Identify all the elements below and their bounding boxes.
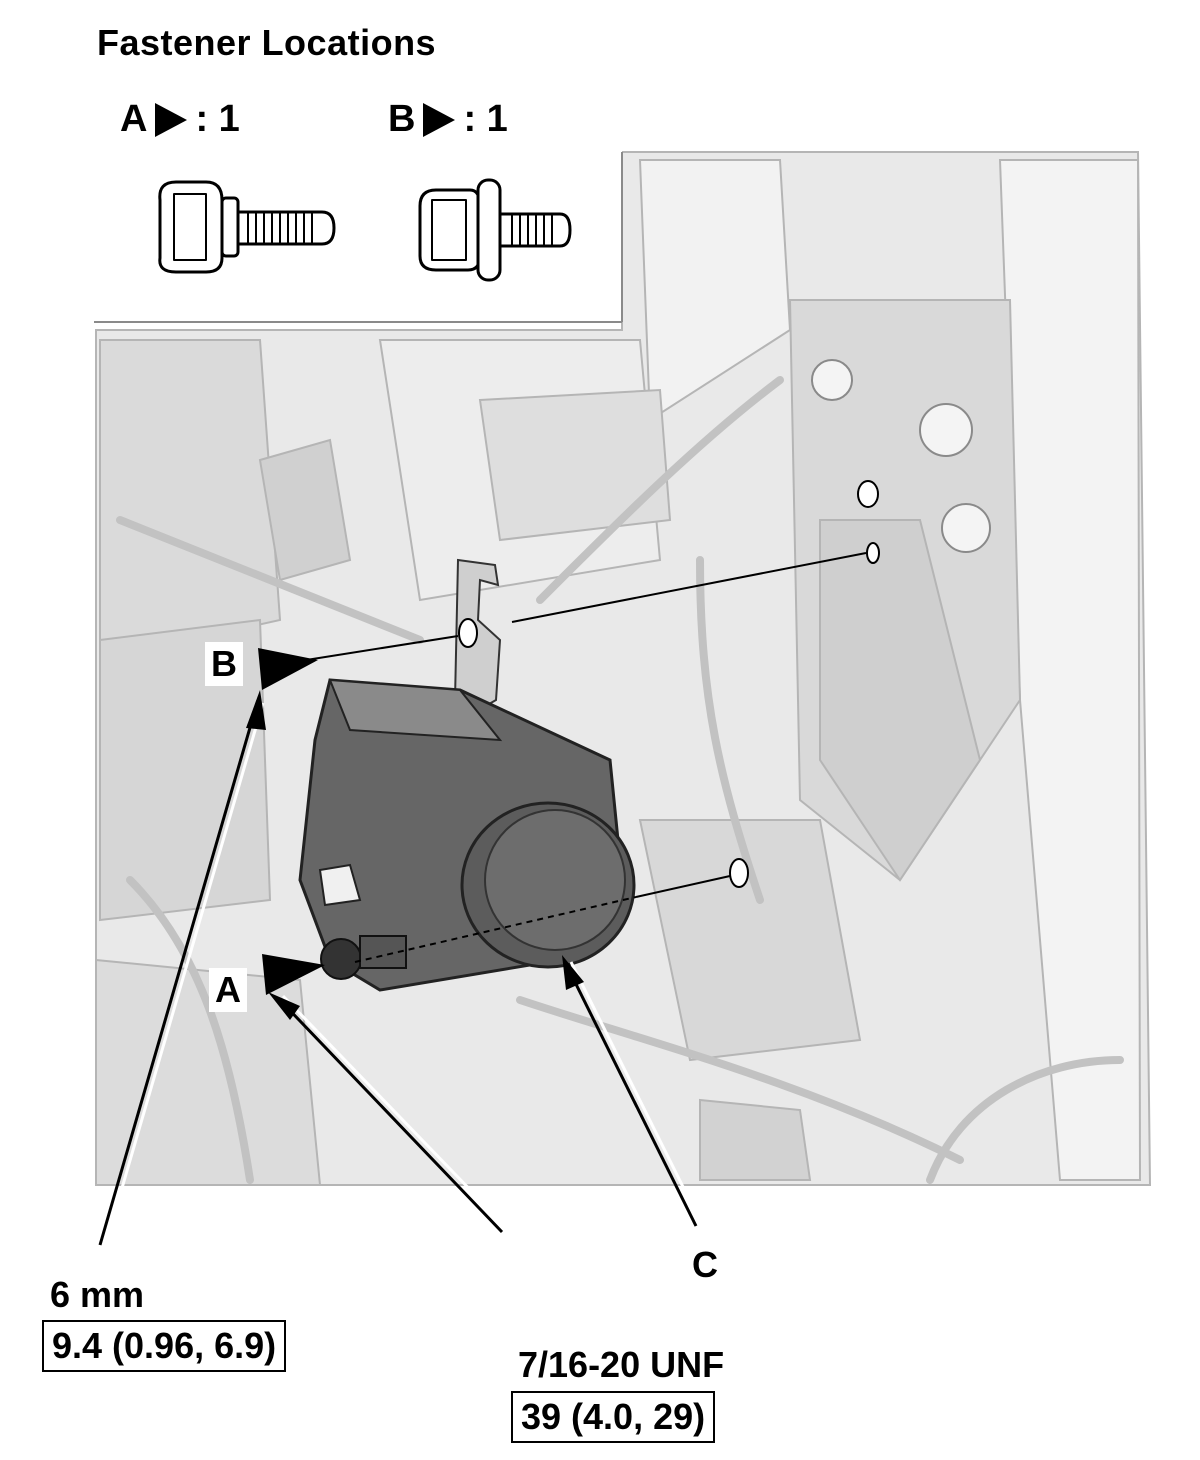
legend-item-a-letter: A xyxy=(120,98,148,140)
bolt-b-icon xyxy=(418,178,572,282)
fastener-a-size: 7/16-20 UNF xyxy=(518,1344,725,1385)
legend-b-triangle-icon xyxy=(423,102,456,137)
legend-item-b-qty: : 1 xyxy=(463,98,508,140)
panel-holes xyxy=(729,359,991,888)
leader-b-arrowhead xyxy=(246,690,266,730)
harness-lines xyxy=(116,376,1124,1184)
bolt-a-icon xyxy=(158,180,336,274)
page-title: Fastener Locations xyxy=(97,22,437,63)
callout-c: C xyxy=(692,1244,718,1285)
callout-a: A xyxy=(209,968,247,1012)
fastener-b-size: 6 mm xyxy=(50,1274,145,1315)
alignment-lines xyxy=(299,552,867,963)
fastener-b-arrowhead xyxy=(258,648,318,690)
legend-item-a-qty: : 1 xyxy=(195,98,240,140)
leader-lines xyxy=(98,699,698,1246)
fastener-a-arrowhead xyxy=(262,954,325,995)
legend-item-b: B : 1 xyxy=(388,98,508,141)
leader-c-arrowhead xyxy=(562,955,584,990)
leader-a-arrowhead xyxy=(268,992,300,1020)
legend-inset xyxy=(0,0,622,322)
fastener-a-torque: 39 (4.0, 29) xyxy=(511,1391,716,1443)
legend-item-b-letter: B xyxy=(388,98,416,140)
component-c-sensor xyxy=(298,558,636,992)
legend-item-a: A : 1 xyxy=(120,98,240,141)
leader-highlights xyxy=(104,702,703,1244)
fastener-b-torque: 9.4 (0.96, 6.9) xyxy=(42,1320,287,1372)
legend-a-triangle-icon xyxy=(155,102,188,137)
callout-b: B xyxy=(205,642,243,686)
